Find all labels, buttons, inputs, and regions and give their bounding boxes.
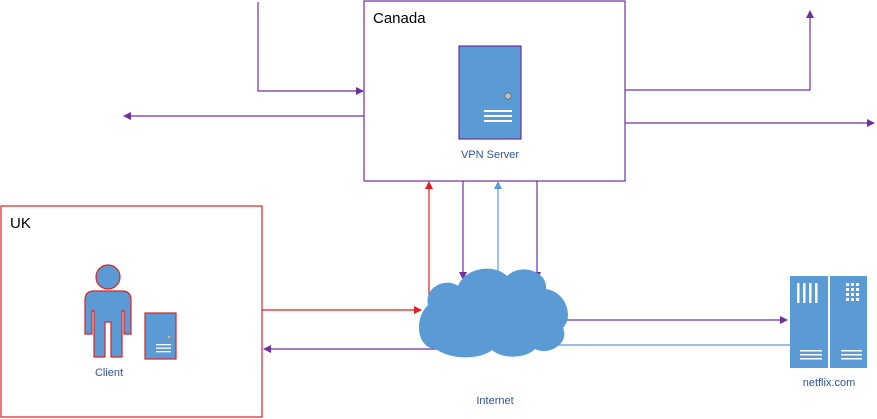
canada-region-title: Canada (373, 10, 426, 27)
vpn-server-icon (458, 45, 522, 140)
internet-label: Internet (476, 395, 513, 407)
cloud-icon (418, 268, 568, 358)
vpn-server-label: VPN Server (461, 149, 519, 161)
incoming-arrow-top (257, 2, 364, 95)
server-rack-icon (790, 276, 867, 368)
client-device-icon (144, 312, 177, 360)
outgoing-arrow-top-right (625, 10, 814, 91)
client-label: Client (95, 367, 123, 379)
person-icon (84, 264, 132, 358)
netflix-label: netflix.com (803, 377, 856, 389)
uk-region-title: UK (10, 215, 31, 232)
